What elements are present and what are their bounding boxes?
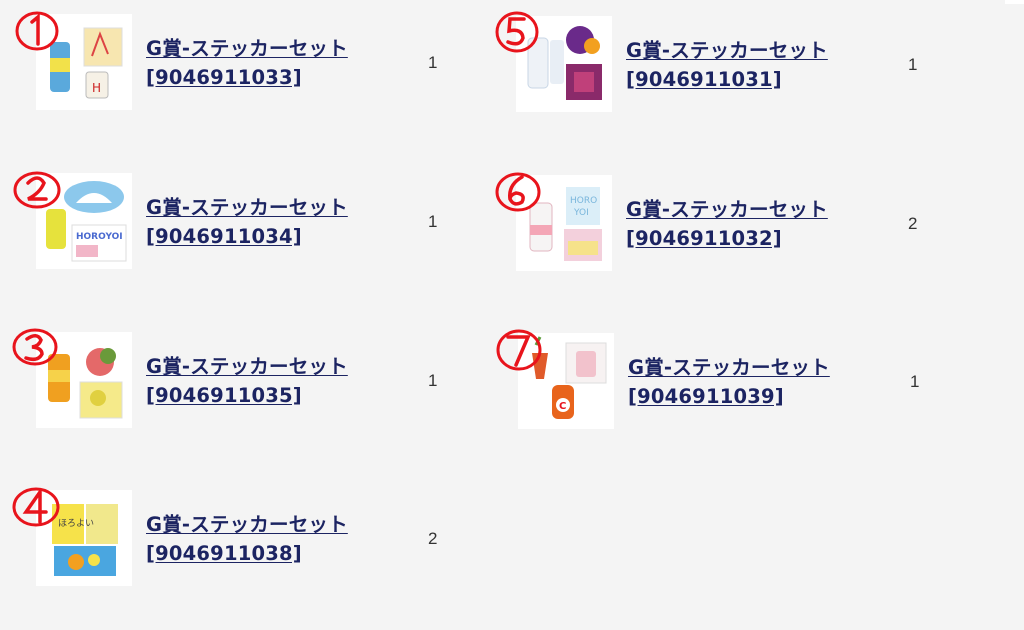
product-link[interactable]: G賞-ステッカーセット [9046911039] (628, 353, 868, 411)
svg-text:ほろよい: ほろよい (58, 518, 94, 529)
product-name: G賞-ステッカーセット (628, 356, 830, 379)
product-code: [9046911035] (146, 384, 302, 407)
product-code: [9046911039] (628, 385, 784, 408)
product-link[interactable]: G賞-ステッカーセット [9046911032] (626, 195, 866, 253)
product-thumbnail[interactable]: C (518, 333, 614, 429)
annotation-number-2 (10, 163, 64, 217)
product-link[interactable]: G賞-ステッカーセット [9046911033] (146, 34, 386, 92)
product-link[interactable]: G賞-ステッカーセット [9046911035] (146, 352, 386, 410)
svg-text:HORO: HORO (570, 196, 597, 206)
svg-text:HOROYOI: HOROYOI (76, 232, 123, 242)
list-item: G賞-ステッカーセット [9046911035] 1 (12, 328, 476, 432)
annotation-number-3 (10, 322, 64, 376)
svg-text:YOI: YOI (573, 208, 589, 218)
product-thumbnail[interactable]: ほろよい (36, 490, 132, 586)
list-item: ほろよい G賞-ステッカーセット [9046911038] 2 (12, 487, 476, 590)
product-thumbnail[interactable]: HORO YOI (516, 175, 612, 271)
product-code: [9046911033] (146, 66, 302, 89)
quantity: 2 (908, 214, 918, 233)
list-item: G賞-ステッカーセット [9046911031] 1 (495, 11, 956, 116)
annotation-number-4 (10, 480, 64, 534)
list-item: HOROYOI G賞-ステッカーセット [9046911034] 1 (13, 171, 476, 273)
annotation-number-1 (10, 4, 64, 58)
product-code: [9046911031] (626, 68, 782, 91)
product-name: G賞-ステッカーセット (146, 355, 348, 378)
product-name: G賞-ステッカーセット (146, 37, 348, 60)
svg-text:H: H (92, 81, 101, 95)
product-code: [9046911034] (146, 225, 302, 248)
annotation-number-5 (490, 6, 544, 60)
product-link[interactable]: G賞-ステッカーセット [9046911038] (146, 510, 386, 568)
product-thumbnail[interactable] (516, 16, 612, 112)
top-edge-block (1005, 0, 1024, 4)
product-link[interactable]: G賞-ステッカーセット [9046911031] (626, 36, 866, 94)
list-item: HORO YOI G賞-ステッカーセット [9046911032] 2 (495, 172, 956, 275)
product-code: [9046911032] (626, 227, 782, 250)
quantity: 1 (428, 212, 438, 231)
quantity: 1 (910, 372, 920, 391)
annotation-number-7 (492, 323, 546, 377)
product-name: G賞-ステッカーセット (626, 39, 828, 62)
quantity: 2 (428, 529, 438, 548)
quantity: 1 (908, 55, 918, 74)
product-name: G賞-ステッカーセット (626, 198, 828, 221)
product-link[interactable]: G賞-ステッカーセット [9046911034] (146, 193, 386, 251)
annotation-number-6 (490, 165, 544, 219)
quantity: 1 (428, 53, 438, 72)
list-item: H G賞-ステッカーセット [9046911033] 1 (15, 11, 476, 114)
svg-text:C: C (559, 401, 566, 412)
list-item: C G賞-ステッカーセット [9046911039] 1 (496, 329, 958, 433)
product-thumbnail[interactable] (36, 332, 132, 428)
product-name: G賞-ステッカーセット (146, 513, 348, 536)
product-name: G賞-ステッカーセット (146, 196, 348, 219)
product-thumbnail[interactable]: H (36, 14, 132, 110)
product-thumbnail[interactable]: HOROYOI (36, 173, 132, 269)
product-code: [9046911038] (146, 542, 302, 565)
quantity: 1 (428, 371, 438, 390)
